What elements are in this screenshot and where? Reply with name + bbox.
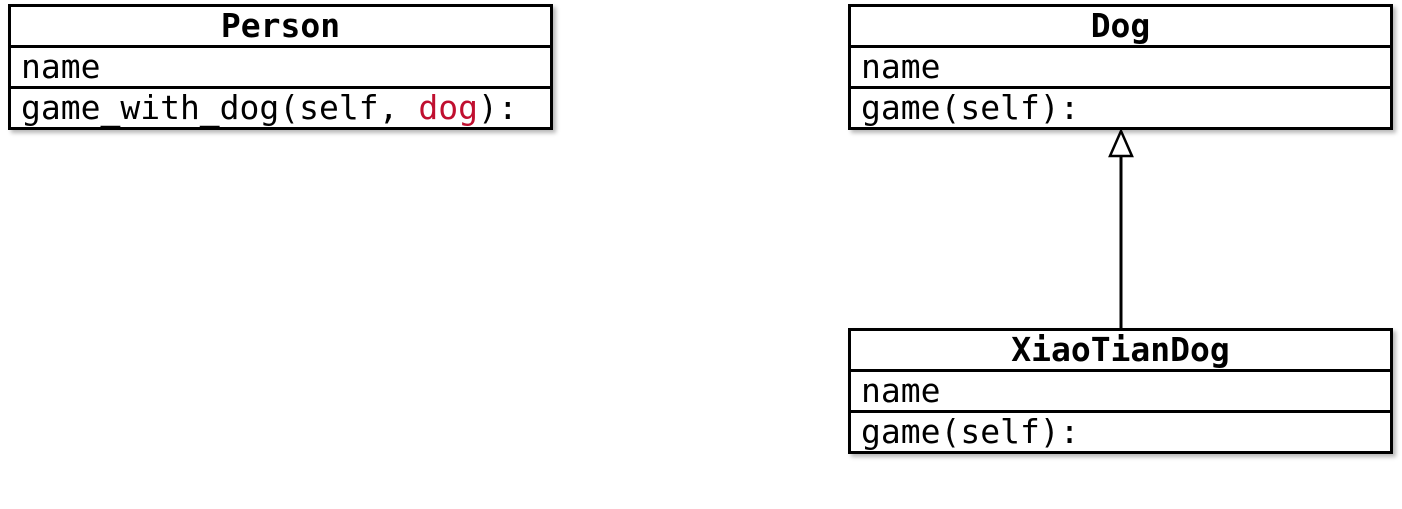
class-attribute: name <box>851 45 1390 86</box>
method-text: game_with_dog(self, <box>21 88 419 127</box>
class-box-xiaotiandog: XiaoTianDog name game(self): <box>848 328 1393 454</box>
inheritance-arrow-hollow-triangle <box>1108 127 1134 158</box>
class-method: game(self): <box>851 410 1390 451</box>
method-text-end: ): <box>477 88 518 127</box>
class-box-person: Person name game_with_dog(self, dog): <box>8 4 553 130</box>
class-title: Person <box>220 7 341 45</box>
class-attribute: name <box>11 45 550 86</box>
class-method: game_with_dog(self, dog): <box>11 86 550 127</box>
class-attribute: name <box>851 369 1390 410</box>
method-highlighted-arg: dog <box>418 88 478 127</box>
class-method: game(self): <box>851 86 1390 127</box>
class-title: Dog <box>1090 7 1151 45</box>
class-title: XiaoTianDog <box>1011 331 1230 369</box>
class-box-dog: Dog name game(self): <box>848 4 1393 130</box>
inheritance-arrow <box>1108 127 1134 329</box>
